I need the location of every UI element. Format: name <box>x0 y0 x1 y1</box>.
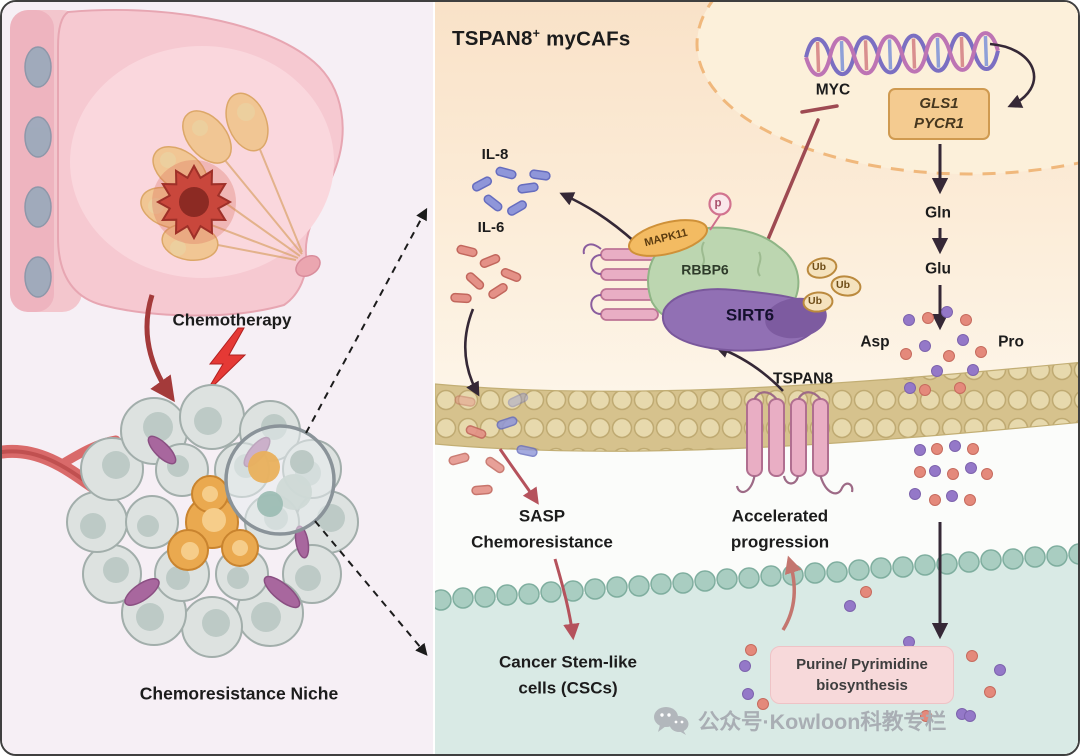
tspan8-protein <box>735 391 854 495</box>
csc-label-line1: Cancer Stem-like <box>499 652 637 672</box>
ubiquitin-tags <box>802 257 862 313</box>
csc-cell-body <box>435 554 1078 754</box>
dna-icon <box>804 31 1000 77</box>
tumor <box>152 160 236 244</box>
csc-label-line2: cells (CSCs) <box>518 678 618 698</box>
phospho-label: p <box>714 197 722 210</box>
pro-label: Pro <box>998 333 1024 351</box>
il6-capsules <box>450 244 522 304</box>
purine-label-line1: Purine/ Pyrimidine <box>796 656 928 673</box>
panel-title: TSPAN8+myCAFs <box>452 26 631 51</box>
sirt6-complex <box>582 192 862 352</box>
csc-membrane <box>435 543 1078 611</box>
arrow-complex-to-cytokines <box>559 192 637 244</box>
purine-label-line2: biosynthesis <box>816 677 908 694</box>
sirt6-label: SIRT6 <box>725 305 775 325</box>
rib-node <box>24 116 52 158</box>
il8-label: IL-8 <box>481 145 509 163</box>
il8-capsules <box>471 166 551 216</box>
inhibition-tbar-myc <box>759 104 839 258</box>
myc-label: MYC <box>815 81 851 99</box>
gls1-pycr1-box: GLS1 PYCR1 <box>888 88 990 140</box>
arrow-sasp-to-csc <box>553 558 580 641</box>
chemotherapy-label: Chemotherapy <box>172 310 292 330</box>
secreted-cytokines <box>448 392 538 496</box>
watermark: 公众号·Kowloon科教专栏 <box>652 704 946 736</box>
pycr1-label: PYCR1 <box>913 115 965 132</box>
rib-node <box>24 186 52 228</box>
progression-label: progression <box>730 532 830 552</box>
left-panel <box>2 2 433 754</box>
asp-label: Asp <box>860 333 890 351</box>
arrow-purine-to-progression <box>781 555 802 631</box>
ub-label: Ub <box>812 261 826 274</box>
gln-label: Gln <box>925 204 951 222</box>
wechat-icon <box>654 707 689 735</box>
chemotherapy-arrow <box>144 294 175 403</box>
niche-label: Chemoresistance Niche <box>139 683 339 704</box>
watermark-text: 公众号·Kowloon科教专栏 <box>698 709 947 734</box>
arrow-dna-to-gls <box>989 42 1036 108</box>
breast-illustration <box>10 9 344 317</box>
il6-label: IL-6 <box>477 218 505 236</box>
chemoresistance-label: Chemoresistance <box>471 532 613 552</box>
sasp-label: SASP <box>518 506 566 526</box>
arrow-to-sasp <box>498 448 539 505</box>
left-panel-art <box>2 9 428 658</box>
ub-label: Ub <box>836 279 850 292</box>
purine-pyrimidine-box: Purine/ Pyrimidine biosynthesis <box>770 646 954 704</box>
accelerated-label: Accelerated <box>731 506 829 526</box>
magnifier-circle <box>224 424 336 536</box>
gls1-label: GLS1 <box>919 94 959 112</box>
arrow-il6-secretion <box>463 308 480 397</box>
ub-label: Ub <box>808 295 822 308</box>
mapk11-blob <box>628 219 708 257</box>
rib-node <box>24 256 52 298</box>
rbbp6-label: RBBP6 <box>681 261 729 278</box>
phospho-circle <box>708 192 732 216</box>
metabolite-dots <box>739 306 1006 722</box>
tumor-cluster <box>2 384 359 658</box>
dashed-connector-top <box>305 207 428 434</box>
glu-label: Glu <box>925 260 951 278</box>
dashed-connector-bottom <box>314 520 428 656</box>
lightning-bolt-icon <box>204 327 247 395</box>
rib-node <box>24 46 52 88</box>
tspan8-label: TSPAN8 <box>772 370 834 388</box>
nipple <box>295 254 321 278</box>
